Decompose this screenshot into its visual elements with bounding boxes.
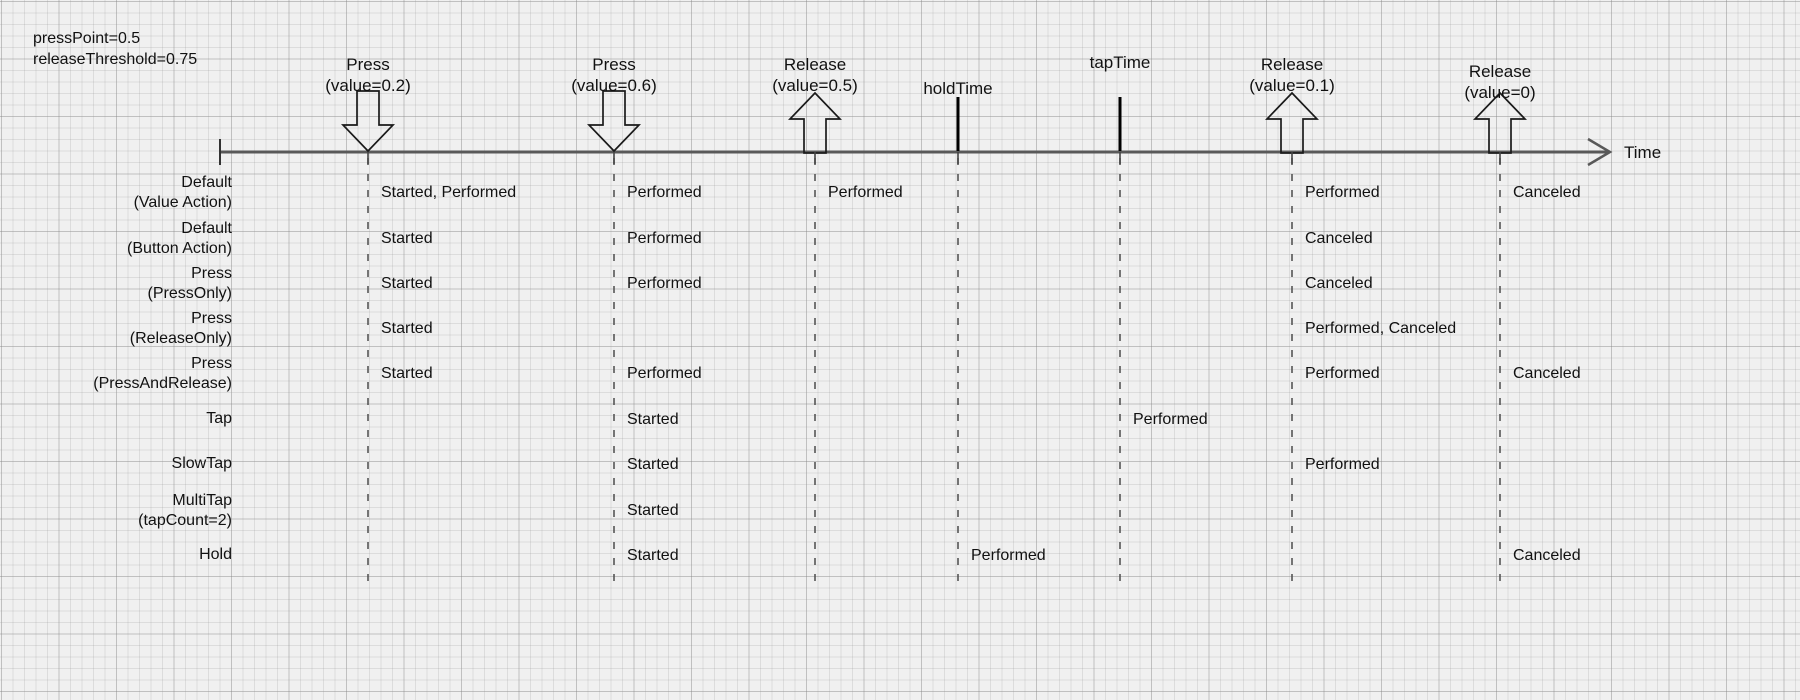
cell-press-pressonly-press-0-6: Performed bbox=[627, 275, 702, 292]
row-label-line-2: (PressOnly) bbox=[147, 285, 232, 302]
cell-hold-release-0: Canceled bbox=[1513, 547, 1581, 564]
event-label-release-0: Release (value=0) bbox=[1370, 61, 1630, 103]
event-label-detail: (value=0) bbox=[1464, 83, 1536, 102]
row-label-default-button-action: Default (Button Action) bbox=[0, 219, 232, 259]
row-label-default-value-action: Default (Value Action) bbox=[0, 173, 232, 213]
row-label-line-2: (PressAndRelease) bbox=[93, 375, 232, 392]
row-label-line-1: Press bbox=[191, 355, 232, 372]
cell-tap-tap-time: Performed bbox=[1133, 411, 1208, 428]
cell-default-value-action-press-0-6: Performed bbox=[627, 184, 702, 201]
row-label-line-1: Tap bbox=[206, 410, 232, 427]
cell-default-button-action-press-0-2: Started bbox=[381, 230, 433, 247]
cell-press-pressandrelease-press-0-6: Performed bbox=[627, 365, 702, 382]
cell-multitap-press-0-6: Started bbox=[627, 502, 679, 519]
row-label-press-pressandrelease: Press (PressAndRelease) bbox=[0, 354, 232, 394]
event-label-release-0-1: Release (value=0.1) bbox=[1162, 54, 1422, 96]
cell-default-value-action-release-0-5: Performed bbox=[828, 184, 903, 201]
press-arrow-down-press-0-2 bbox=[341, 90, 395, 153]
row-label-line-1: Press bbox=[191, 265, 232, 282]
event-label-name: Release bbox=[1260, 55, 1324, 74]
cell-hold-hold-time: Performed bbox=[971, 547, 1046, 564]
time-axis-label: Time bbox=[1624, 143, 1662, 162]
event-label-name: Press bbox=[346, 55, 390, 74]
cell-press-pressandrelease-release-0-1: Performed bbox=[1305, 365, 1380, 382]
cell-hold-press-0-6: Started bbox=[627, 547, 679, 564]
row-label-line-1: Default bbox=[181, 174, 232, 191]
row-label-line-2: (Button Action) bbox=[127, 240, 232, 257]
event-label-hold-time: holdTime bbox=[828, 78, 1088, 99]
row-label-line-1: Default bbox=[181, 220, 232, 237]
row-label-line-1: Press bbox=[191, 310, 232, 327]
time-axis-arrowhead bbox=[1587, 137, 1613, 167]
event-label-name: holdTime bbox=[923, 79, 993, 98]
release-arrow-up-release-0-5 bbox=[788, 91, 842, 154]
cell-press-pressonly-press-0-2: Started bbox=[381, 275, 433, 292]
event-label-tap-time: tapTime bbox=[990, 52, 1250, 73]
event-label-name: Release bbox=[783, 55, 847, 74]
parameters-note-line-2: releaseThreshold=0.75 bbox=[33, 51, 198, 68]
event-label-press-0-2: Press (value=0.2) bbox=[238, 54, 498, 96]
row-label-line-2: (tapCount=2) bbox=[138, 512, 232, 529]
cell-slowtap-release-0-1: Performed bbox=[1305, 456, 1380, 473]
event-label-name: tapTime bbox=[1089, 53, 1151, 72]
row-label-slowtap: SlowTap bbox=[0, 454, 232, 474]
cell-slowtap-press-0-6: Started bbox=[627, 456, 679, 473]
cell-press-pressonly-release-0-1: Canceled bbox=[1305, 275, 1373, 292]
event-label-detail: (value=0.6) bbox=[571, 76, 657, 95]
row-label-line-2: (Value Action) bbox=[133, 194, 232, 211]
row-label-press-pressonly: Press (PressOnly) bbox=[0, 264, 232, 304]
event-label-release-0-5: Release (value=0.5) bbox=[685, 54, 945, 96]
cell-press-releaseonly-press-0-2: Started bbox=[381, 320, 433, 337]
cell-press-pressandrelease-release-0: Canceled bbox=[1513, 365, 1581, 382]
event-label-detail: (value=0.2) bbox=[325, 76, 411, 95]
cell-default-value-action-press-0-2: Started, Performed bbox=[381, 184, 517, 201]
row-label-tap: Tap bbox=[0, 409, 232, 429]
release-arrow-up-release-0-1 bbox=[1265, 91, 1319, 154]
event-label-name: Release bbox=[1468, 62, 1532, 81]
row-label-multitap: MultiTap (tapCount=2) bbox=[0, 491, 232, 531]
cell-tap-press-0-6: Started bbox=[627, 411, 679, 428]
row-label-hold: Hold bbox=[0, 545, 232, 565]
cell-press-releaseonly-release-0-1: Performed, Canceled bbox=[1305, 320, 1457, 337]
event-label-detail: (value=0.5) bbox=[772, 76, 858, 95]
cell-default-value-action-release-0-1: Performed bbox=[1305, 184, 1380, 201]
row-label-line-1: SlowTap bbox=[171, 455, 232, 472]
parameters-note-line-1: pressPoint=0.5 bbox=[33, 30, 141, 47]
cell-default-button-action-press-0-6: Performed bbox=[627, 230, 702, 247]
parameters-note: pressPoint=0.5 releaseThreshold=0.75 bbox=[33, 28, 197, 70]
row-label-line-1: MultiTap bbox=[172, 492, 232, 509]
cell-default-button-action-release-0-1: Canceled bbox=[1305, 230, 1373, 247]
event-label-detail: (value=0.1) bbox=[1249, 76, 1335, 95]
row-label-press-releaseonly: Press (ReleaseOnly) bbox=[0, 309, 232, 349]
press-arrow-down-press-0-6 bbox=[587, 90, 641, 153]
event-label-name: Press bbox=[592, 55, 636, 74]
row-label-line-2: (ReleaseOnly) bbox=[129, 330, 232, 347]
row-label-line-1: Hold bbox=[199, 546, 232, 563]
event-label-press-0-6: Press (value=0.6) bbox=[484, 54, 744, 96]
cell-default-value-action-release-0: Canceled bbox=[1513, 184, 1581, 201]
cell-press-pressandrelease-press-0-2: Started bbox=[381, 365, 433, 382]
